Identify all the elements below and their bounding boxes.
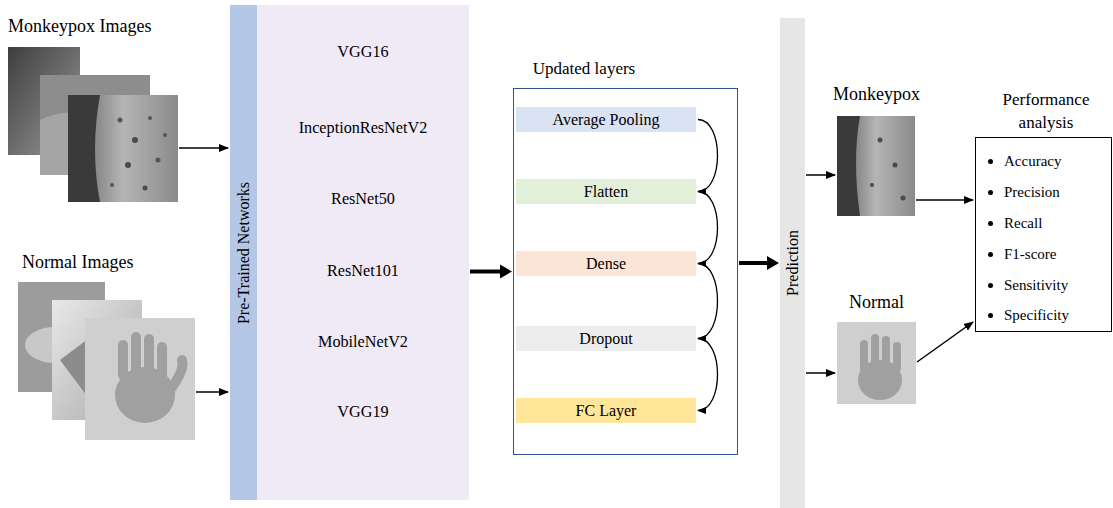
network-band: Pre-Trained Networks	[230, 5, 257, 500]
flow-arrow	[739, 256, 779, 270]
metrics-box: Performance analysisAccuracyPrecisionRec…	[975, 137, 1112, 332]
bullet-dot	[988, 313, 993, 318]
layer-name: FC Layer	[576, 402, 637, 420]
layer-name: Flatten	[584, 183, 628, 201]
metric-item: Precision	[1004, 182, 1060, 202]
class-label: Monkeypox	[833, 84, 920, 105]
bullet-dot	[988, 159, 993, 164]
group-heading: Updated layers	[514, 59, 654, 79]
layer-box: Flatten	[516, 179, 696, 204]
model-name: VGG16	[257, 41, 469, 63]
model-panel: VGG16InceptionResNetV2ResNet50ResNet101M…	[257, 5, 469, 500]
bullet-dot	[988, 283, 993, 288]
model-name: MobileNetV2	[257, 331, 469, 353]
layer-box: Dropout	[516, 326, 696, 351]
model-name: InceptionResNetV2	[257, 117, 469, 139]
layer-box: FC Layer	[516, 398, 696, 423]
normal-image-stack	[18, 282, 195, 440]
prediction-band: Prediction	[780, 18, 805, 508]
metric-item: Recall	[1004, 213, 1042, 233]
layer-box: Average Pooling	[516, 107, 696, 132]
bullet-dot	[988, 252, 993, 257]
flow-arrow	[698, 339, 718, 411]
layer-name: Dense	[586, 255, 626, 273]
metric-item: Sensitivity	[1004, 275, 1068, 295]
model-name: ResNet101	[257, 260, 469, 282]
flow-arrow	[698, 192, 718, 264]
layer-name: Average Pooling	[553, 111, 660, 129]
layer-box: Dense	[516, 251, 696, 276]
monkeypox-image-stack	[8, 47, 178, 202]
metric-item: Specificity	[1004, 305, 1069, 325]
box-heading: Performance analysis	[984, 88, 1108, 134]
flow-arrow	[470, 265, 512, 279]
monkeypox-output-image	[837, 116, 915, 216]
image-group-label: Monkeypox Images	[8, 16, 151, 37]
layer-group: Updated layersAverage PoolingFlattenDens…	[513, 88, 738, 455]
layer-name: Dropout	[579, 330, 632, 348]
normal-output-image	[837, 322, 916, 404]
model-name: VGG19	[257, 401, 469, 423]
flow-arrow	[698, 120, 718, 192]
flow-arrow	[698, 264, 718, 339]
bullet-dot	[988, 221, 993, 226]
model-name: ResNet50	[257, 188, 469, 210]
band-title: Prediction	[784, 230, 802, 296]
class-label: Normal	[849, 292, 904, 313]
metric-item: Accuracy	[1004, 151, 1061, 171]
metric-item: F1-score	[1004, 244, 1057, 264]
band-title: Pre-Trained Networks	[235, 181, 253, 323]
bullet-dot	[988, 190, 993, 195]
image-group-label: Normal Images	[22, 252, 133, 273]
